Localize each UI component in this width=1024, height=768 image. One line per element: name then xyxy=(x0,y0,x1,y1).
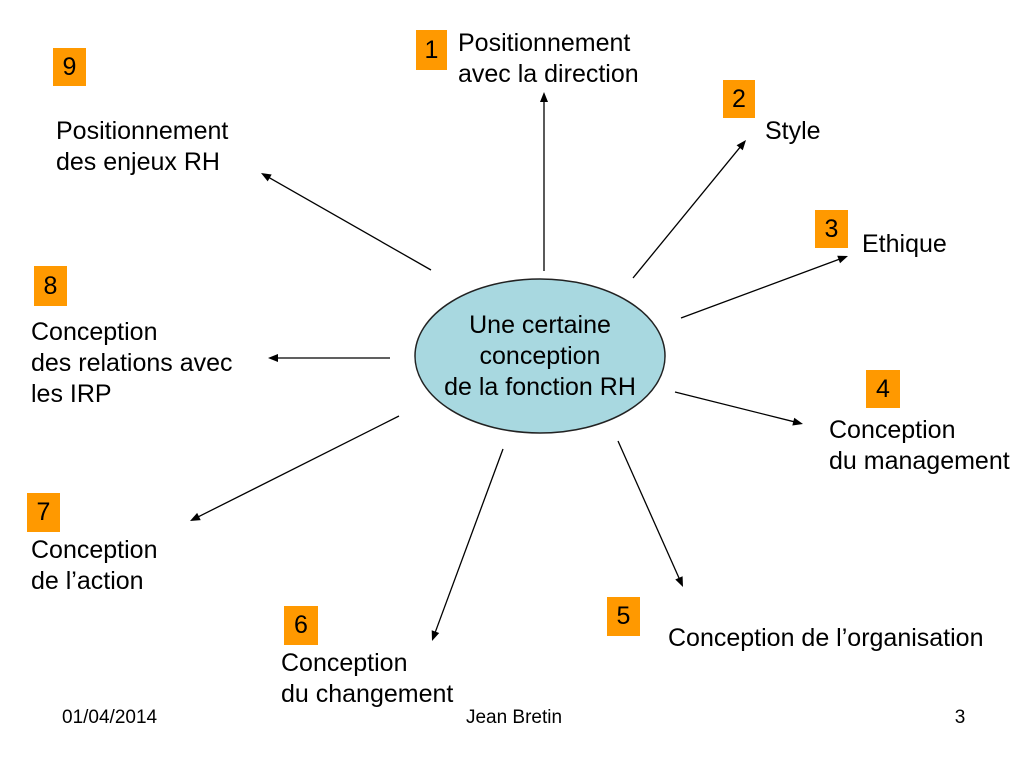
spoke-label-line: des enjeux RH xyxy=(56,148,220,176)
spoke-label-line: avec la direction xyxy=(458,60,639,88)
spoke-label-line: Ethique xyxy=(862,230,947,258)
footer-page-number: 3 xyxy=(954,707,966,728)
arrow-to-spoke-5-head xyxy=(675,576,683,587)
arrow-to-spoke-3 xyxy=(680,258,840,319)
number-badge-3: 3 xyxy=(815,210,848,248)
spoke-label-line: Positionnement xyxy=(458,29,631,57)
spoke-label-5: Conception de l’organisation xyxy=(668,623,984,654)
spoke-label-6: Conception du changement xyxy=(281,648,453,710)
center-line: de la fonction RH xyxy=(444,373,636,401)
arrow-to-spoke-9 xyxy=(268,176,432,271)
arrow-to-spoke-6-head xyxy=(431,630,440,641)
number-badge-1: 1 xyxy=(416,30,447,70)
footer-date: 01/04/2014 xyxy=(62,707,158,728)
spoke-label-line: les IRP xyxy=(31,380,112,408)
spoke-label-line: de l’action xyxy=(31,567,144,595)
number-badge-4: 4 xyxy=(866,370,900,408)
number-badge-8: 8 xyxy=(34,266,67,306)
arrow-to-spoke-3-head xyxy=(837,255,848,264)
spoke-label-7: Conception de l’action xyxy=(31,535,157,597)
arrow-to-spoke-7 xyxy=(197,415,400,518)
spoke-label-line: Conception de l’organisation xyxy=(668,624,984,652)
spoke-label-2: Style xyxy=(765,116,821,147)
center-hub-text: Une certaine conception de la fonction R… xyxy=(415,310,665,403)
spoke-label-line: Conception xyxy=(31,536,158,564)
spoke-label-line: Style xyxy=(765,117,821,145)
spoke-label-9: Positionnement des enjeux RH xyxy=(56,116,228,178)
center-line: Une certaine xyxy=(469,311,611,339)
spoke-label-line: du changement xyxy=(281,680,454,708)
arrow-to-spoke-2 xyxy=(632,146,741,279)
number-badge-5: 5 xyxy=(607,597,640,636)
arrow-to-spoke-4 xyxy=(674,391,795,423)
arrow-to-spoke-7-head xyxy=(190,512,201,521)
number-badge-9: 9 xyxy=(53,48,86,86)
spoke-label-8: Conception des relations avec les IRP xyxy=(31,317,233,410)
spoke-label-3: Ethique xyxy=(862,229,947,260)
arrow-to-spoke-2-head xyxy=(736,140,746,151)
spoke-label-1: Positionnement avec la direction xyxy=(458,28,639,90)
spoke-label-line: du management xyxy=(829,447,1010,475)
spoke-label-line: Conception xyxy=(31,318,158,346)
spoke-label-4: Conception du management xyxy=(829,415,1010,477)
arrow-to-spoke-6 xyxy=(434,448,504,633)
spoke-label-line: des relations avec xyxy=(31,349,233,377)
number-badge-6: 6 xyxy=(284,606,318,645)
number-badge-2: 2 xyxy=(723,80,755,118)
number-badge-7: 7 xyxy=(27,493,60,532)
center-line: conception xyxy=(479,342,601,370)
arrow-to-spoke-5 xyxy=(617,440,680,580)
spoke-label-line: Conception xyxy=(281,649,408,677)
spoke-label-line: Conception xyxy=(829,416,956,444)
spoke-label-line: Positionnement xyxy=(56,117,229,145)
footer-author: Jean Bretin xyxy=(465,707,563,728)
arrow-to-spoke-4-head xyxy=(792,417,803,426)
arrow-to-spoke-1-head xyxy=(540,92,548,102)
arrow-to-spoke-8-head xyxy=(268,354,278,362)
center-ellipse xyxy=(414,278,666,434)
arrow-to-spoke-9-head xyxy=(261,173,272,182)
